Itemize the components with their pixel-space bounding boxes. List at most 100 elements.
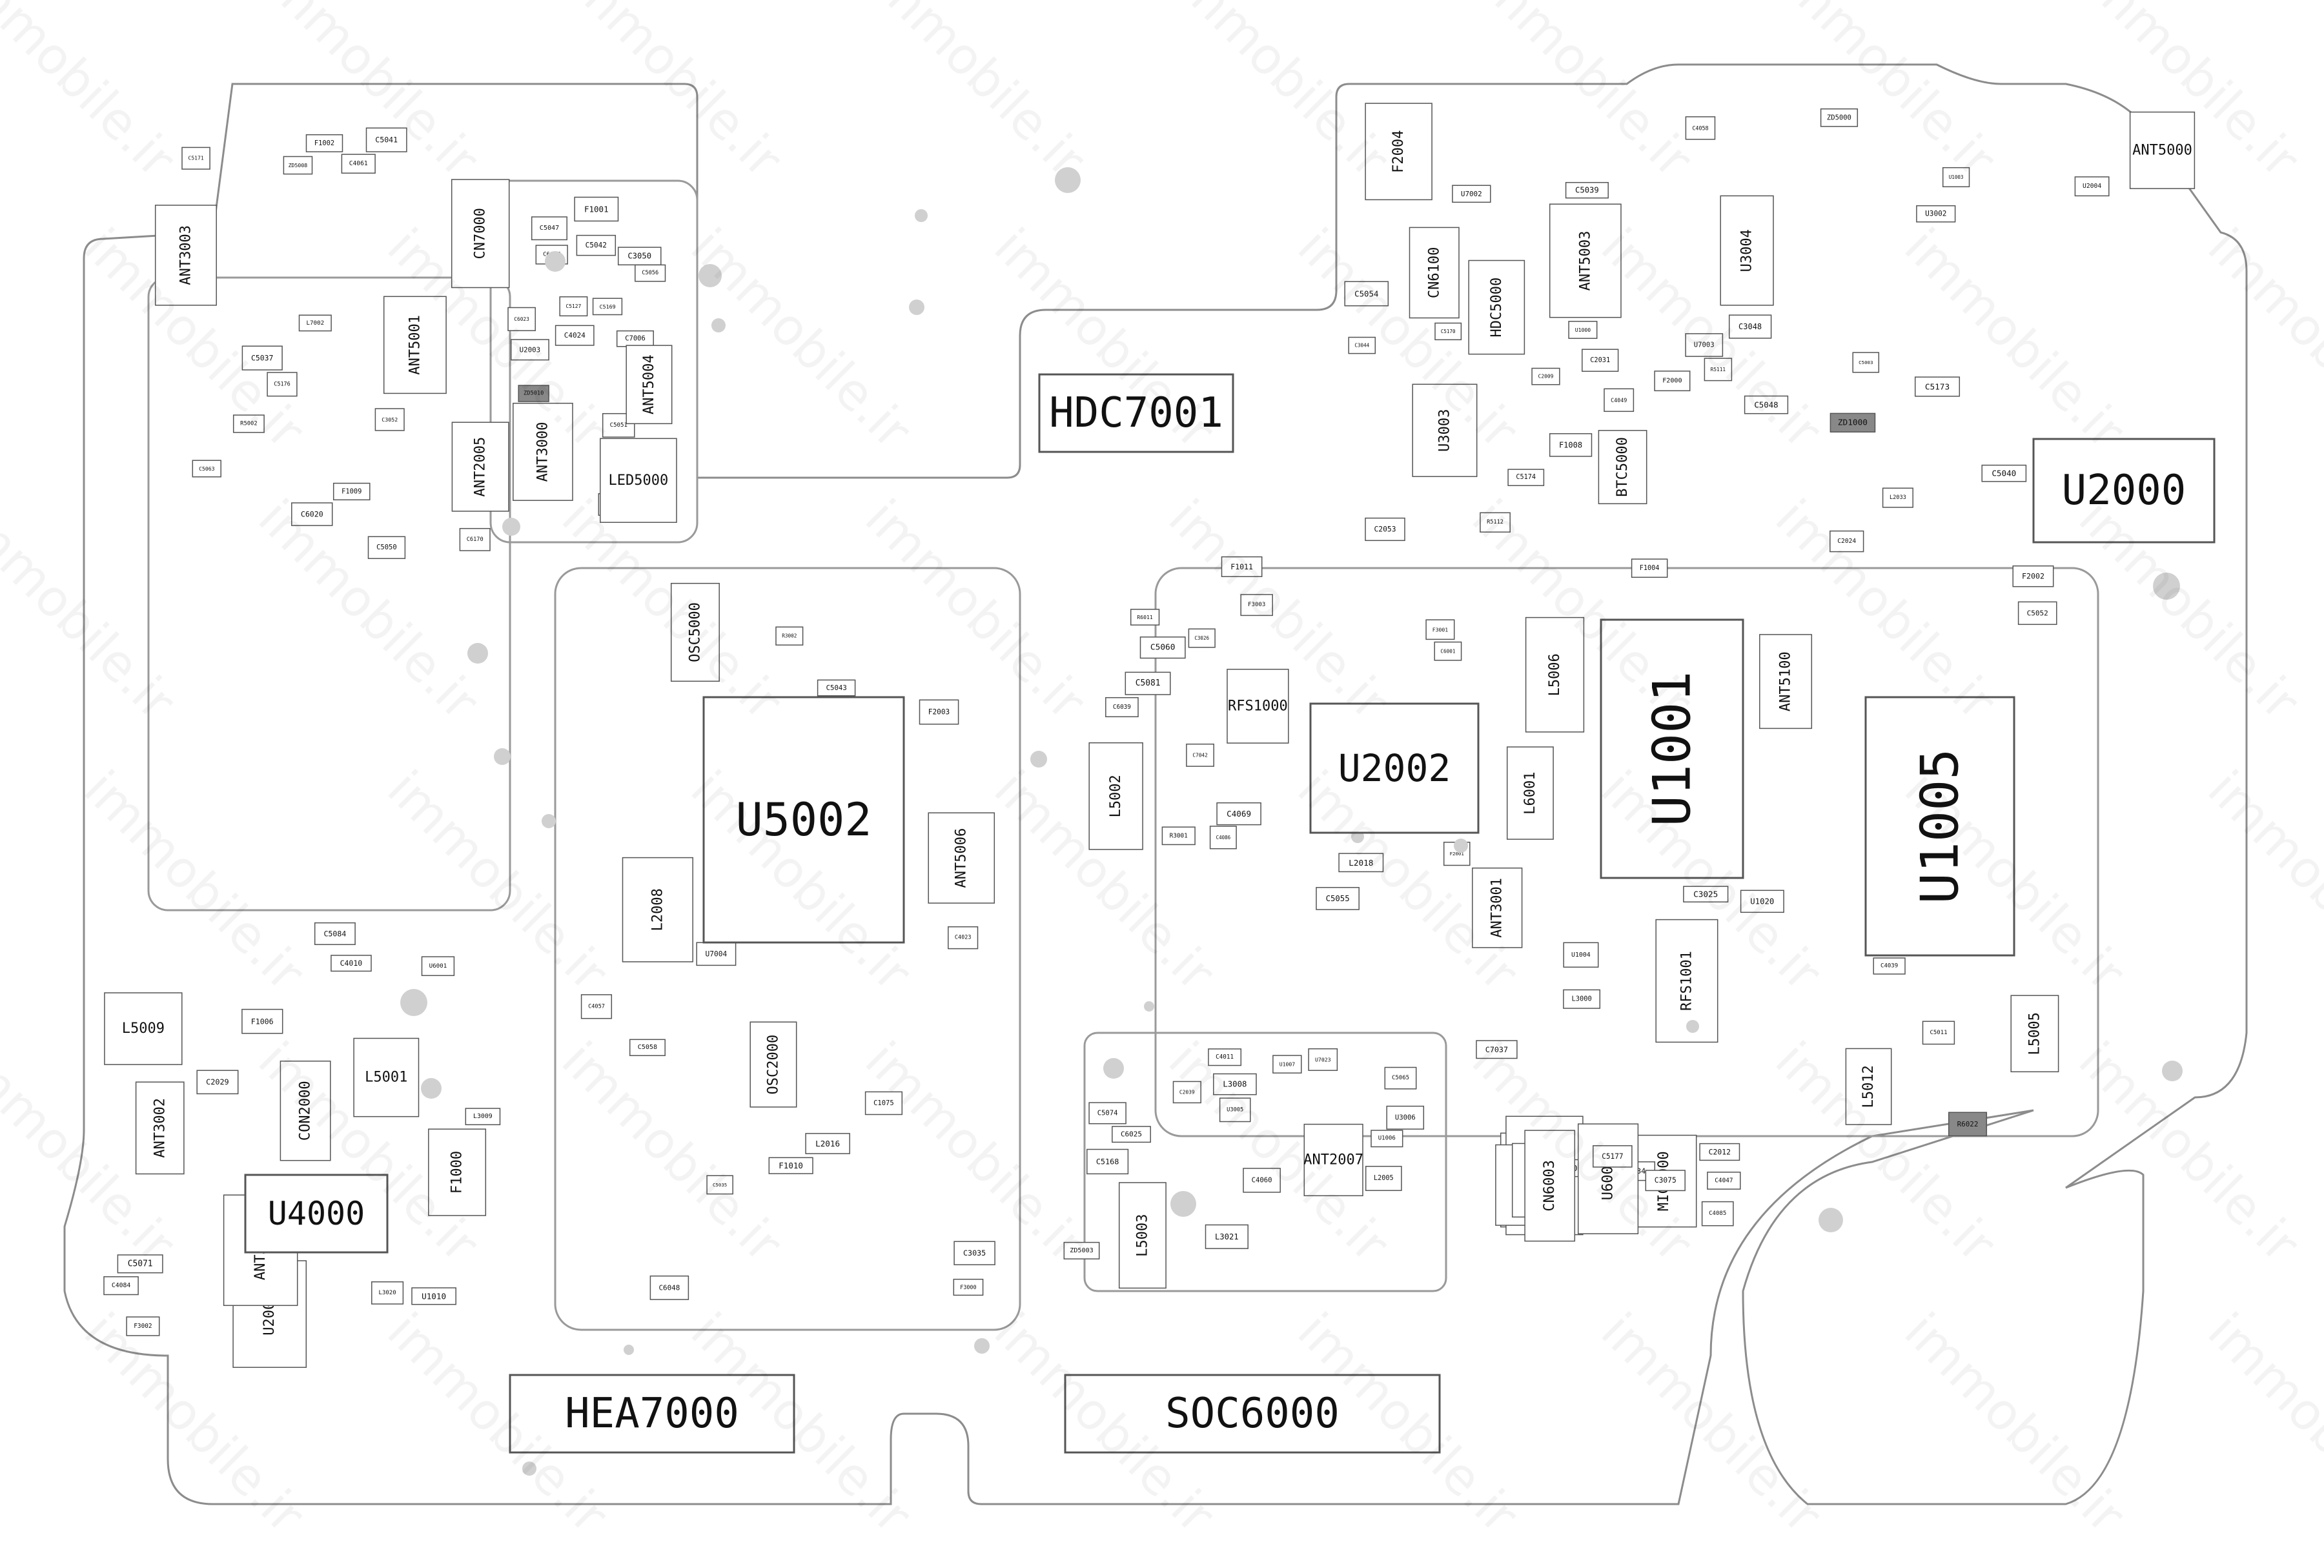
component-c7042: C7042 [1186,743,1214,767]
component-label: F2002 [2022,572,2044,581]
component-con2000: CON2000 [280,1061,331,1161]
component-label: C4061 [349,160,368,167]
component-label: L7002 [306,320,324,327]
component-r3002: R3002 [775,626,804,646]
component-cn7000: CN7000 [451,179,510,289]
component-c4069: C4069 [1216,802,1261,826]
component-f1011: F1011 [1221,556,1263,577]
module-hea7000: HEA7000 [509,1374,795,1454]
component-label: U3002 [1925,210,1946,218]
component-label: ZD5008 [289,162,308,168]
component-label: F1004 [1640,565,1660,572]
component-hdc5000: HDC5000 [1468,260,1525,355]
component-btc5000: BTC5000 [1598,430,1647,505]
component-f1008: F1008 [1549,433,1593,457]
component-label: L3009 [473,1113,493,1120]
component-label: C5169 [600,303,616,310]
test-point [400,989,427,1016]
component-label: C5042 [586,241,607,250]
component-label: U7002 [1461,190,1482,198]
test-point [494,748,511,765]
component-c5071: C5071 [117,1254,163,1274]
component-l5002: L5002 [1088,742,1143,850]
component-c4024: C4024 [555,325,595,346]
component-label: BTC5000 [1615,437,1631,497]
component-c5048: C5048 [1744,395,1789,414]
component-ant3001: ANT3001 [1472,867,1523,948]
component-label: C2031 [1590,356,1610,364]
component-label: CN6003 [1542,1160,1558,1211]
component-label: C4039 [1881,963,1898,970]
component-u6001: U6001 [421,956,455,976]
component-label: L2018 [1349,858,1373,868]
component-label: ANT5006 [953,828,970,888]
board-outline [63,63,2248,1505]
component-l3008: L3008 [1213,1073,1257,1095]
component-label: C4023 [955,935,972,941]
component-c5081: C5081 [1125,671,1171,695]
component-l3021: L3021 [1205,1224,1249,1249]
component-label: C3044 [1354,343,1369,349]
component-l2005: L2005 [1365,1166,1402,1191]
component-label: C1075 [873,1099,894,1107]
component-label: C2029 [206,1077,229,1086]
component-r6022: R6022 [1948,1112,1988,1137]
component-label: C3075 [1655,1176,1677,1185]
component-label: C4069 [1227,809,1251,819]
component-label: C5074 [1097,1109,1118,1117]
component-label: C5168 [1096,1157,1119,1166]
component-ant5100: ANT5100 [1759,634,1813,729]
test-point [421,1078,442,1099]
component-c2012: C2012 [1699,1143,1740,1161]
component-label: C6039 [1113,704,1131,711]
component-label: C2053 [1374,525,1396,534]
component-label: C5081 [1136,678,1161,688]
component-label: ANT5000 [2132,142,2192,158]
component-label: C5058 [638,1044,657,1051]
component-label: ANT5003 [1577,231,1593,291]
module-label: HDC7001 [1049,389,1223,437]
component-f1004: F1004 [1631,558,1668,578]
component-label: L5006 [1547,653,1563,696]
component-c2053: C2053 [1365,517,1405,542]
component-ant3003: ANT3003 [154,205,217,306]
module-label: HEA7000 [565,1390,739,1438]
component-label: C6001 [1440,648,1456,654]
module-hdc7001: HDC7001 [1038,373,1234,453]
component-c2029: C2029 [196,1070,239,1095]
component-zd5008: ZD5008 [283,156,313,175]
component-label: F3002 [134,1323,152,1330]
component-label: ZD5000 [1827,114,1851,121]
component-label: C4047 [1715,1177,1733,1185]
component-c6025: C6025 [1112,1126,1151,1143]
component-u6000: U6000 [1577,1123,1639,1234]
component-c4039: C4039 [1873,957,1906,975]
module-label: U2000 [2062,467,2186,514]
component-label: F2001 [1450,851,1464,857]
component-u3003: U3003 [1412,383,1478,477]
test-point [698,264,722,287]
component-c5040: C5040 [1981,464,2027,482]
component-c5056: C5056 [635,264,666,282]
component-f2002: F2002 [2012,565,2054,587]
component-c4084: C4084 [103,1276,139,1296]
component-c6170: C6170 [459,527,491,551]
component-c5035: C5035 [706,1175,733,1195]
component-label: ANT3002 [152,1098,168,1158]
component-label: R5002 [240,421,257,427]
component-c5177: C5177 [1593,1145,1633,1168]
component-label: C5050 [376,544,397,551]
component-label: L3020 [379,1290,396,1296]
component-c4061: C4061 [341,154,376,174]
component-label: C5040 [1992,469,2016,478]
component-label: F1009 [341,487,362,495]
component-label: F2000 [1662,378,1682,385]
component-f1002: F1002 [305,134,343,152]
component-label: C3035 [963,1248,986,1257]
test-point [502,518,520,536]
component-c5041: C5041 [365,127,407,152]
component-label: C5003 [1859,360,1873,365]
component-c6048: C6048 [649,1275,689,1300]
component-c5054: C5054 [1344,281,1389,307]
component-c4060: C4060 [1243,1168,1281,1193]
